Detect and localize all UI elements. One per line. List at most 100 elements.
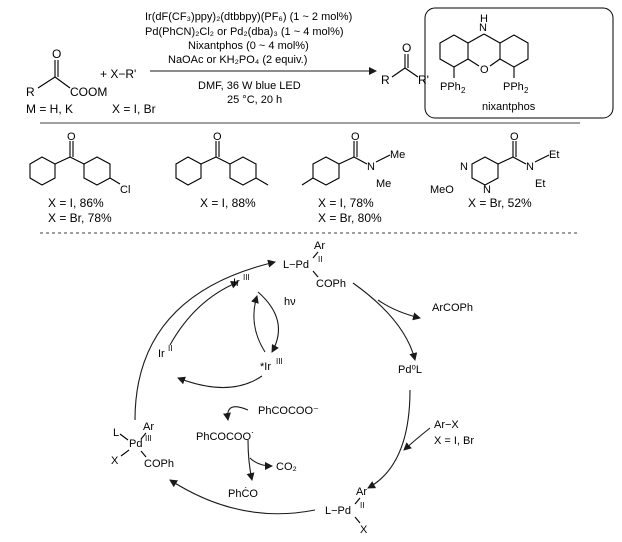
- svg-text:H: H: [480, 13, 488, 25]
- svg-text:O: O: [402, 41, 411, 55]
- carboxylate: PhCOCOO⁻: [258, 405, 319, 417]
- product-ketone: R O R': [381, 41, 429, 87]
- svg-text:L−Pd: L−Pd: [283, 259, 309, 271]
- pd3-complex: Ar L Pd III X COPh: [111, 421, 174, 470]
- svg-text:Et: Et: [535, 178, 545, 190]
- yield-3b: X = Br, 80%: [318, 211, 382, 225]
- arrow-excitation: [257, 291, 279, 353]
- svg-text:Me: Me: [390, 149, 405, 161]
- coupling-partner: + X−R': [100, 67, 136, 81]
- ir3-excited: *Ir III: [260, 357, 283, 373]
- svg-text:PPh: PPh: [503, 81, 524, 93]
- base: NaOAc or KH₂PO₄ (2 equiv.): [168, 54, 307, 66]
- svg-text:X = I, Br: X = I, Br: [434, 435, 474, 447]
- carboxyl-radical: PhCOCOO˙: [196, 431, 255, 443]
- svg-text:Pd: Pd: [129, 438, 142, 450]
- svg-text:O: O: [510, 131, 519, 143]
- product-arcoph: ArCOPh: [432, 302, 473, 314]
- product-pyrimidine-amide: N N MeO O N Et Et: [430, 131, 559, 196]
- benzoyl-radical: PhĊO: [228, 487, 258, 500]
- svg-text:N: N: [460, 161, 468, 173]
- svg-text:O: O: [351, 131, 360, 143]
- svg-text:O: O: [480, 64, 489, 76]
- ligand-name: nixantphos: [482, 101, 536, 113]
- svg-text:R: R: [381, 73, 390, 87]
- svg-text:Cl: Cl: [120, 184, 130, 196]
- temp-time: 25 °C, 20 h: [227, 94, 282, 106]
- svg-text:Ar−X: Ar−X: [434, 419, 459, 431]
- co2-out: CO₂: [276, 461, 297, 473]
- substrate-ketoacid: R O COOM: [26, 47, 107, 99]
- arrow-co2-release: [249, 457, 273, 470]
- svg-text:O: O: [67, 131, 76, 143]
- svg-text:L: L: [113, 427, 119, 439]
- partner-label: X = I, Br: [112, 102, 156, 116]
- svg-text:X: X: [360, 524, 368, 536]
- pd0-complex: Pd⁰L: [398, 364, 422, 376]
- svg-text:N: N: [483, 184, 491, 196]
- svg-text:COOM: COOM: [70, 85, 107, 99]
- svg-text:II: II: [360, 501, 364, 510]
- svg-text:Ar: Ar: [314, 240, 325, 252]
- svg-text:COPh: COPh: [316, 278, 346, 290]
- substrate-label: M = H, K: [26, 102, 73, 116]
- yield-1b: X = Br, 78%: [48, 211, 112, 225]
- svg-text:PPh: PPh: [440, 81, 461, 93]
- arrow-reagent-in: [403, 427, 431, 451]
- svg-text:N: N: [479, 22, 487, 34]
- conditions-block: Ir(dF(CF₃)ppy)₂(dtbbpy)(PF₆) (1 ~ 2 mol%…: [145, 11, 377, 106]
- svg-text:2: 2: [524, 86, 529, 95]
- solvent-light: DMF, 36 W blue LED: [198, 80, 301, 92]
- svg-text:Ar: Ar: [143, 421, 154, 433]
- arrow-ir-reduction: [177, 375, 263, 389]
- arrow-radical-capture: [169, 479, 316, 515]
- ir-catalyst: Ir(dF(CF₃)ppy)₂(dtbbpy)(PF₆) (1 ~ 2 mol%…: [145, 11, 352, 23]
- svg-text:MeO: MeO: [430, 184, 454, 196]
- svg-text:R': R': [418, 73, 429, 87]
- arrow-oxidative-addition: [367, 389, 411, 489]
- svg-text:Ar: Ar: [356, 486, 367, 498]
- svg-text:X: X: [111, 455, 119, 467]
- svg-text:III: III: [145, 434, 152, 443]
- ir2-species: Ir II: [158, 344, 172, 360]
- arrow-carboxylate-oxidation: [223, 406, 249, 421]
- arrow-product-release: [377, 299, 421, 321]
- ligand-loading: Nixantphos (0 ~ 4 mol%): [188, 40, 309, 52]
- svg-text:O: O: [52, 47, 61, 61]
- svg-text:N: N: [526, 161, 534, 173]
- svg-text:O: O: [213, 131, 222, 143]
- svg-text:N: N: [367, 161, 375, 173]
- aryl-halide-input: Ar−X X = I, Br: [434, 419, 474, 447]
- ir3-ground-state: Ir III: [233, 273, 250, 289]
- arrow-ir-regeneration: [169, 281, 239, 346]
- yield-2a: X = I, 88%: [200, 196, 256, 210]
- svg-text:*Ir: *Ir: [260, 361, 271, 373]
- svg-text:2: 2: [461, 86, 466, 95]
- svg-text:Ir: Ir: [158, 348, 165, 360]
- arrow-set-back: [251, 295, 266, 353]
- arrow-to-pd2: [134, 259, 276, 421]
- svg-text:II: II: [318, 255, 322, 264]
- product-cyclohexyl-ketone: O: [175, 131, 269, 186]
- product-benzophenone: O Cl: [29, 131, 130, 196]
- svg-text:Me: Me: [376, 178, 391, 190]
- arrow-reductive-elimination: [352, 282, 418, 361]
- svg-text:II: II: [168, 344, 172, 353]
- svg-text:L−Pd: L−Pd: [325, 505, 351, 517]
- pd2-acyl-complex: Ar L−Pd II COPh: [283, 240, 346, 290]
- yield-1a: X = I, 86%: [48, 196, 104, 210]
- svg-text:Ir: Ir: [233, 277, 240, 289]
- yield-3a: X = I, 78%: [318, 196, 374, 210]
- hv-label: hν: [284, 296, 296, 308]
- product-dimethylamide: O N Me Me: [301, 131, 405, 190]
- arrow-decarboxylation: [246, 439, 255, 481]
- svg-text:III: III: [276, 357, 283, 366]
- svg-text:III: III: [243, 273, 250, 282]
- svg-text:Et: Et: [549, 149, 559, 161]
- svg-text:COPh: COPh: [144, 458, 174, 470]
- svg-text:R: R: [26, 85, 35, 99]
- pd2-aryl-complex: Ar L−Pd II X: [325, 486, 368, 536]
- yield-4a: X = Br, 52%: [468, 196, 532, 210]
